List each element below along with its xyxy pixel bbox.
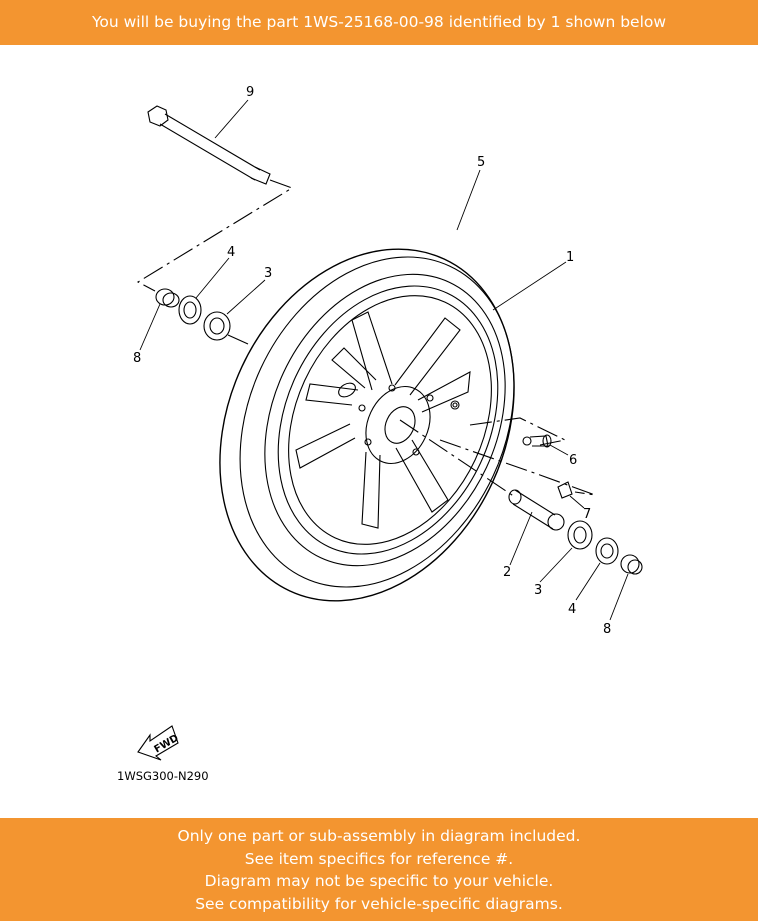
callout-8-right[interactable]: 8 — [603, 622, 611, 637]
assembly-lines — [136, 179, 596, 498]
footer-line: Only one part or sub-assembly in diagram… — [177, 827, 581, 845]
fwd-arrow-icon — [137, 725, 179, 761]
exploded-parts-diagram: 9 5 1 4 3 8 6 7 2 3 4 8 FWD 1WSG300-N290 — [117, 85, 643, 783]
header-text: You will be buying the part 1WS-25168-00… — [91, 13, 667, 31]
callout-9[interactable]: 9 — [246, 85, 254, 100]
tire — [219, 248, 515, 602]
wheel-rim — [264, 273, 506, 567]
callout-3-right[interactable]: 3 — [534, 583, 542, 598]
diagram-code: 1WSG300-N290 — [117, 769, 209, 783]
footer-line: Diagram may not be specific to your vehi… — [204, 872, 554, 890]
callout-2[interactable]: 2 — [503, 565, 511, 580]
callout-leaders — [139, 99, 629, 621]
callout-1[interactable]: 1 — [566, 250, 574, 265]
callout-7[interactable]: 7 — [583, 507, 591, 522]
axle-bolt — [147, 105, 271, 185]
callout-4-right[interactable]: 4 — [568, 602, 576, 617]
callout-8-left[interactable]: 8 — [133, 351, 141, 366]
callout-3-left[interactable]: 3 — [264, 266, 272, 281]
left-spacer-set — [155, 288, 231, 341]
callout-5[interactable]: 5 — [477, 155, 485, 170]
footer-line: See compatibility for vehicle-specific d… — [195, 894, 563, 913]
right-spacer-set — [567, 520, 643, 575]
valve-stem — [522, 434, 552, 448]
footer-banner: Only one part or sub-assembly in diagram… — [0, 818, 758, 921]
callout-4-left[interactable]: 4 — [227, 245, 235, 260]
footer-line: See item specifics for reference #. — [244, 849, 514, 868]
header-banner: You will be buying the part 1WS-25168-00… — [0, 0, 758, 45]
callout-6[interactable]: 6 — [569, 453, 577, 468]
axle-collar — [508, 489, 565, 531]
